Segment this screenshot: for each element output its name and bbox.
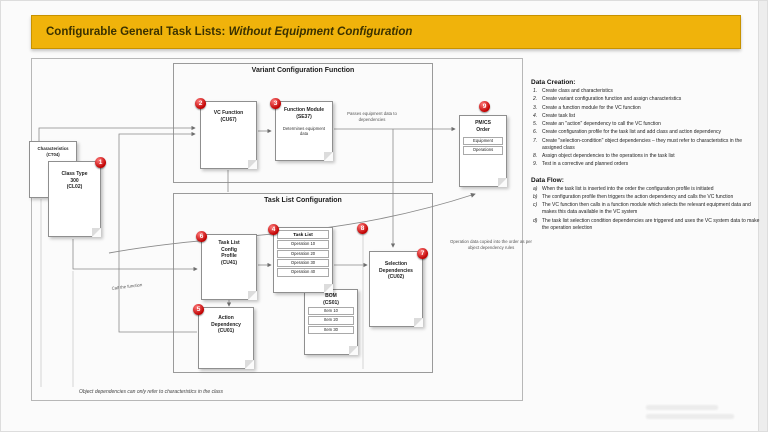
doc-selection-dependencies: 7 Selection Dependencies (CU02) xyxy=(369,248,428,327)
task-list-operation: Operation 10 xyxy=(277,240,329,249)
operation-copy-label: Operation data copied into the order as … xyxy=(450,239,532,250)
diagram-outline xyxy=(31,58,523,401)
doc-bom: BOM (CS01) Item 10 Item 20 Item 30 xyxy=(304,289,358,355)
data-flow-list: When the task list is inserted into the … xyxy=(531,186,763,233)
tl-box-title: Task List Configuration xyxy=(264,197,342,204)
task-list-operation: Operation 20 xyxy=(277,249,329,258)
step-badge-2: 2 xyxy=(195,98,206,109)
task-list-operation: Operation 30 xyxy=(277,258,329,268)
doc-pmcs-order: PM/CS Order Equipment Operations xyxy=(459,115,507,187)
data-flow-item: The configuration profile then triggers … xyxy=(533,193,734,202)
variant-configuration-box: Variant Configuration Function xyxy=(173,63,433,183)
doc-class-type: 1 Class Type 300 (CL02) xyxy=(48,157,106,237)
data-creation-item: Test in a corrective and planned orders xyxy=(533,161,629,169)
step-badge-1: 1 xyxy=(95,157,106,168)
order-row-equipment: Equipment xyxy=(463,137,503,146)
data-creation-heading: Data Creation: xyxy=(531,79,576,86)
doc-task-list: 4 Task List Operation 10 Operation 20 Op… xyxy=(268,224,333,293)
task-list-configuration-box: Task List Configuration xyxy=(173,193,433,373)
watermark xyxy=(646,405,734,423)
bottom-caption: Object dependencies can only refer to ch… xyxy=(79,389,223,395)
data-creation-item: Create class and characteristics xyxy=(533,88,613,96)
notes-panel: Data Creation: Create class and characte… xyxy=(531,79,763,240)
data-creation-item: Assign object dependencies to the operat… xyxy=(533,153,675,161)
passes-data-label: Passes equipment data to dependencies xyxy=(347,111,397,122)
page-title: Configurable General Task Lists: Without… xyxy=(46,26,413,38)
doc-vc-function: 2 VC Function (CU67) xyxy=(195,98,257,169)
data-flow-item: The task list selection condition depend… xyxy=(533,217,760,231)
doc-task-list-config-profile: 6 Task List Config Profile (CU41) xyxy=(196,231,257,300)
bom-item: Item 30 xyxy=(308,325,354,334)
data-creation-list: Create class and characteristics Create … xyxy=(531,88,763,169)
doc-function-module: 3 Function Module (SE37) Determines equi… xyxy=(270,98,333,161)
order-row-operations: Operations xyxy=(463,146,503,155)
step-badge-8: 8 xyxy=(357,223,368,234)
bom-item: Item 20 xyxy=(308,316,354,325)
function-module-note: Determines equipment data xyxy=(282,126,326,137)
data-creation-item: Create a function module for the VC func… xyxy=(533,104,641,113)
data-creation-item: Create "selection-condition" object depe… xyxy=(533,137,743,151)
doc-action-dependency: 5 Action Dependency (CU01) xyxy=(193,304,254,369)
data-flow-heading: Data Flow: xyxy=(531,176,564,184)
step-badge-6: 6 xyxy=(196,231,207,242)
data-flow-item: When the task list is inserted into the … xyxy=(533,185,714,194)
data-flow-item: The VC function then calls in a function… xyxy=(533,202,751,216)
step-badge-9: 9 xyxy=(479,101,490,112)
data-creation-item: Create configuration profile for the tas… xyxy=(533,129,721,137)
data-creation-item: Create task list xyxy=(533,112,576,121)
step-badge-4: 4 xyxy=(268,224,279,235)
title-banner: Configurable General Task Lists: Without… xyxy=(31,15,741,49)
step-badge-5: 5 xyxy=(193,304,204,315)
task-list-header: Task List xyxy=(277,230,329,240)
bom-item: Item 10 xyxy=(308,307,354,316)
data-creation-item: Create an "action" dependency to call th… xyxy=(533,121,661,129)
vc-box-title: Variant Configuration Function xyxy=(251,67,355,74)
step-badge-7: 7 xyxy=(417,248,428,259)
data-creation-item: Create variant configuration function an… xyxy=(533,96,682,104)
task-list-operation: Operation 40 xyxy=(277,268,329,277)
step-badge-3: 3 xyxy=(270,98,281,109)
